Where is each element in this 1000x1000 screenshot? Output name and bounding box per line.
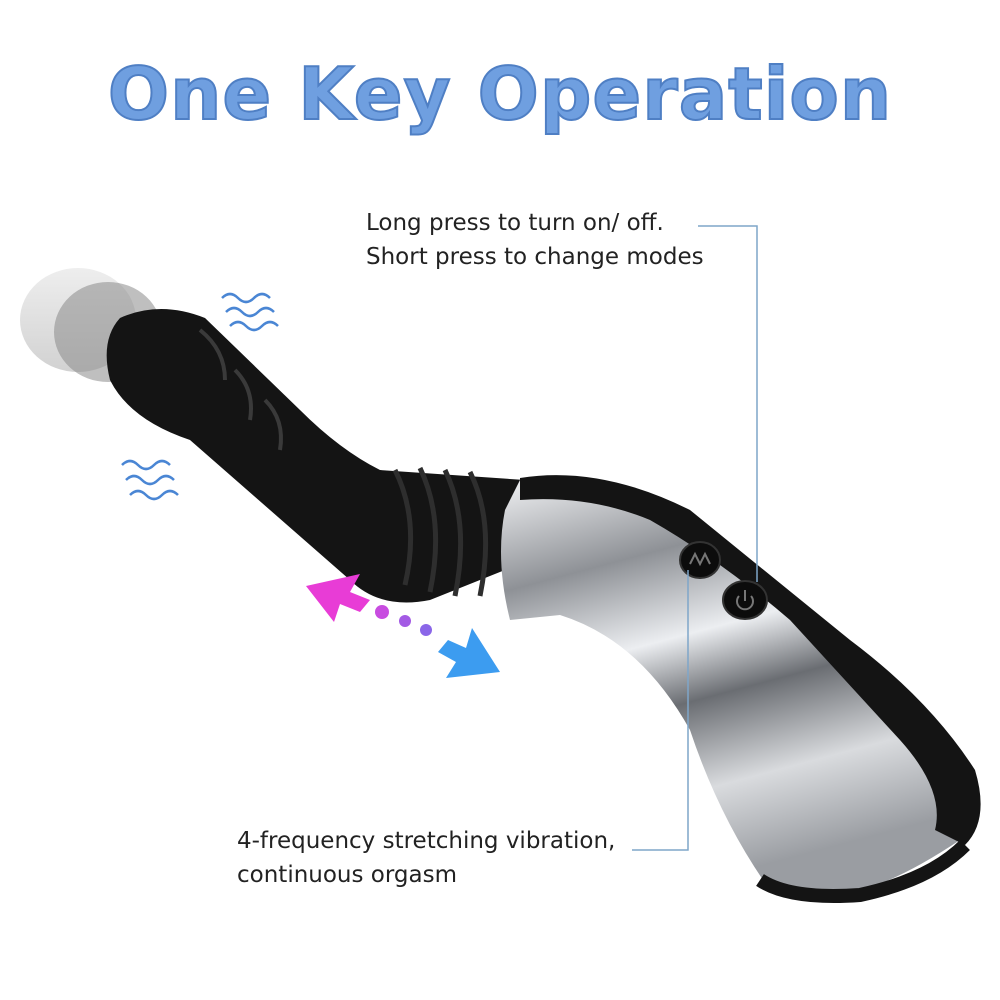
vibration-waves-icon [221,292,279,332]
buttons-callout-text: Long press to turn on/ off. Short press … [366,206,704,274]
buttons-callout-line2: Short press to change modes [366,244,704,270]
thrust-arrow-icon [306,574,500,678]
vibration-callout-text: 4-frequency stretching vibration, contin… [237,824,615,892]
vibration-callout-line [632,570,689,851]
device-handle [501,475,981,903]
buttons-callout-line1: Long press to turn on/ off. [366,210,664,236]
power-button-icon[interactable] [722,580,768,620]
page-title: One Key Operation [107,51,893,137]
vibration-callout-line2: continuous orgasm [237,862,458,888]
buttons-callout-line [698,225,758,582]
device-shaft [106,309,531,603]
mode-button-icon[interactable] [679,541,721,579]
vibration-callout-line1: 4-frequency stretching vibration, [237,828,616,854]
vibration-waves-icon-lower [121,459,179,501]
